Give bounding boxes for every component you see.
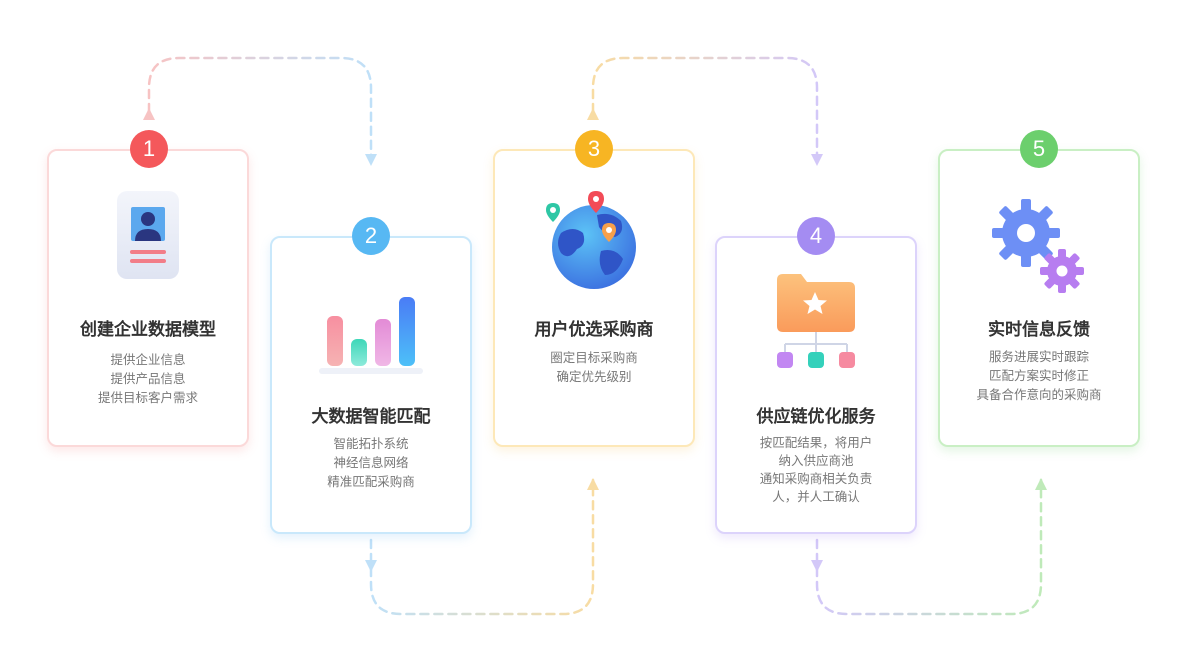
step-title: 用户优选采购商 (534, 320, 654, 340)
folder-network-icon (777, 274, 855, 368)
connector-1-2 (147, 56, 373, 160)
step-number-badge: 2 (352, 217, 390, 255)
arrow-down-2b (365, 560, 377, 572)
step-line: 通知采购商相关负责 (759, 471, 873, 486)
step-description: 提供企业信息 提供产品信息 提供目标客户需求 (49, 350, 247, 407)
small-gear (1040, 249, 1084, 293)
step-line: 提供企业信息 (110, 352, 186, 367)
step-card-5: 实时信息反馈 服务进展实时跟踪 匹配方案实时修正 具备合作意向的采购商 (938, 149, 1140, 447)
map-pin-red (588, 191, 604, 213)
step-card-4: 供应链优化服务 按匹配结果，将用户 纳入供应商池 通知采购商相关负责 人，并人工… (715, 236, 917, 534)
step-line: 人，并人工确认 (772, 489, 860, 504)
step-title: 供应链优化服务 (756, 407, 876, 427)
step-line: 具备合作意向的采购商 (976, 387, 1102, 402)
profile-card-icon (117, 191, 179, 279)
step-line: 按匹配结果，将用户 (759, 435, 873, 450)
connector-4-5 (815, 478, 1043, 616)
step-description: 服务进展实时跟踪 匹配方案实时修正 具备合作意向的采购商 (940, 347, 1138, 404)
step-line: 提供产品信息 (110, 371, 186, 386)
step-description: 圈定目标采购商 确定优先级别 (495, 348, 693, 386)
step-description: 按匹配结果，将用户 纳入供应商池 通知采购商相关负责 人，并人工确认 (717, 434, 915, 506)
arrow-up-1 (143, 108, 155, 120)
step-number-badge: 3 (575, 130, 613, 168)
globe-pins-icon (546, 191, 636, 289)
arrow-down-4 (811, 154, 823, 166)
bar-chart-icon (319, 297, 423, 374)
step-title: 大数据智能匹配 (311, 407, 431, 427)
step-line: 智能拓扑系统 (333, 436, 409, 451)
step-title: 创建企业数据模型 (80, 320, 216, 340)
connector-3-4 (591, 56, 819, 160)
step-line: 匹配方案实时修正 (988, 368, 1089, 383)
arrow-up-5 (1035, 478, 1047, 490)
large-gear (992, 199, 1060, 267)
step-line: 纳入供应商池 (778, 453, 854, 468)
step-line: 服务进展实时跟踪 (988, 349, 1089, 364)
step-number-badge: 4 (797, 217, 835, 255)
gears-icon (992, 199, 1084, 293)
step-description: 智能拓扑系统 神经信息网络 精准匹配采购商 (272, 434, 470, 491)
step-line: 神经信息网络 (333, 455, 409, 470)
connector-2-3 (369, 478, 595, 616)
step-number-badge: 1 (130, 130, 168, 168)
arrow-down-2 (365, 154, 377, 166)
step-card-1: 创建企业数据模型 提供企业信息 提供产品信息 提供目标客户需求 (47, 149, 249, 447)
step-line: 提供目标客户需求 (97, 390, 198, 405)
step-line: 精准匹配采购商 (327, 474, 415, 489)
step-line: 圈定目标采购商 (550, 350, 638, 365)
arrow-up-3b (587, 108, 599, 120)
step-title: 实时信息反馈 (988, 320, 1090, 340)
step-card-2: 大数据智能匹配 智能拓扑系统 神经信息网络 精准匹配采购商 (270, 236, 472, 534)
step-number-badge: 5 (1020, 130, 1058, 168)
arrow-up-3 (587, 478, 599, 490)
step-line: 确定优先级别 (556, 369, 632, 384)
arrow-down-4b (811, 560, 823, 572)
step-card-3: 用户优选采购商 圈定目标采购商 确定优先级别 (493, 149, 695, 447)
